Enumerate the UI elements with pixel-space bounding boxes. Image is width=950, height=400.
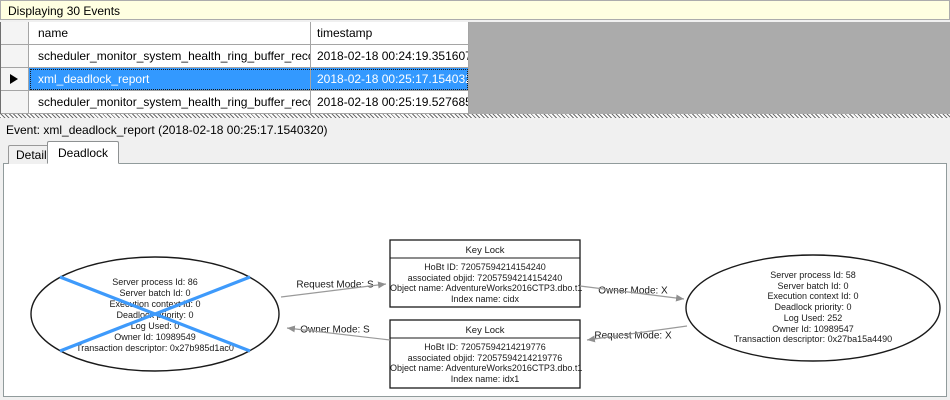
resource-node[interactable]: HoBt ID: 72057594214219776 associated ob…	[390, 342, 583, 384]
grid-details-splitter[interactable]	[0, 114, 950, 118]
event-row[interactable]: scheduler_monitor_system_health_ring_buf…	[1, 45, 950, 68]
resource-node-title: Key Lock	[465, 325, 505, 336]
event-row-selected[interactable]: xml_deadlock_report 2018-02-18 00:25:17.…	[1, 68, 950, 91]
edge-label-request-x: Request Mode: X	[594, 330, 672, 342]
column-header-name[interactable]: name	[29, 22, 311, 45]
edge-label-request-s: Request Mode: S	[296, 279, 374, 291]
event-timestamp-cell[interactable]: 2018-02-18 00:25:17.1540320	[311, 68, 469, 91]
event-name-cell[interactable]: xml_deadlock_report	[29, 68, 311, 91]
tab-deadlock[interactable]: Deadlock	[47, 141, 120, 164]
resource-node-title: Key Lock	[465, 245, 505, 256]
row-selector-cell[interactable]	[1, 45, 29, 68]
events-grid: name timestamp scheduler_monitor_system_…	[0, 22, 950, 114]
edge-label-owner-x: Owner Mode: X	[598, 285, 668, 297]
event-name-cell[interactable]: scheduler_monitor_system_health_ring_buf…	[29, 91, 311, 114]
displaying-events-bar: Displaying 30 Events	[0, 0, 950, 20]
resource-node[interactable]: HoBt ID: 72057594214154240 associated ob…	[390, 262, 583, 304]
event-name-cell[interactable]: scheduler_monitor_system_health_ring_buf…	[29, 45, 311, 68]
event-summary-label: Event: xml_deadlock_report (2018-02-18 0…	[6, 123, 328, 137]
process-node-victim[interactable]: Server process Id: 86 Server batch Id: 0…	[76, 277, 234, 353]
event-row[interactable]: scheduler_monitor_system_health_ring_buf…	[1, 91, 950, 114]
event-timestamp-cell[interactable]: 2018-02-18 00:24:19.3516078	[311, 45, 469, 68]
current-row-arrow-icon	[10, 74, 18, 84]
event-timestamp-cell[interactable]: 2018-02-18 00:25:19.5276859	[311, 91, 469, 114]
row-selector-cell[interactable]	[1, 68, 29, 91]
edge-label-owner-s: Owner Mode: S	[300, 324, 370, 336]
row-selector-header	[1, 22, 29, 45]
row-selector-cell[interactable]	[1, 91, 29, 114]
process-node[interactable]: Server process Id: 58 Server batch Id: 0…	[733, 270, 893, 345]
grid-header-row: name timestamp	[1, 22, 950, 45]
column-header-timestamp[interactable]: timestamp	[311, 22, 469, 45]
